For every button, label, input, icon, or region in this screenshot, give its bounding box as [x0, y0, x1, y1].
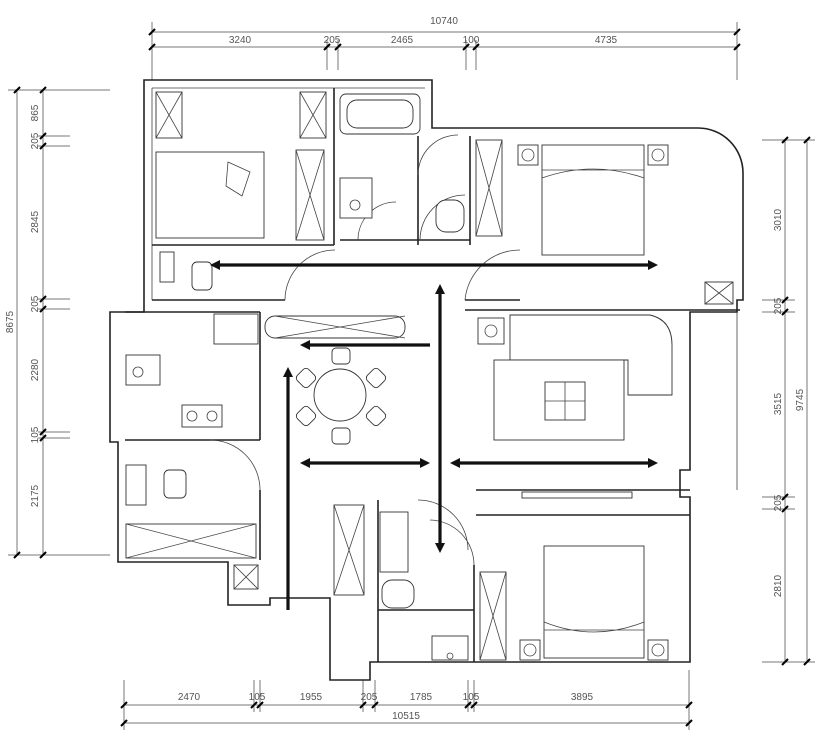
dim-right-2: 205: [773, 297, 784, 314]
left-dimensions: 8675 865 205 2845 205 2280 105 2175: [5, 86, 110, 559]
dim-left-5: 2280: [30, 358, 41, 381]
dim-bottom-1: 2470: [178, 692, 201, 703]
sofa: [509, 314, 673, 396]
furniture: [125, 91, 734, 661]
dim-left-4: 205: [30, 295, 41, 312]
dim-bottom-6: 105: [463, 692, 480, 703]
bottom-dimensions: 2470 105 1955 205 1785 105 3895 10515: [120, 670, 693, 730]
dim-bottom-4: 205: [361, 692, 378, 703]
dim-left-7: 2175: [30, 484, 41, 507]
dim-right-3: 3515: [773, 392, 784, 415]
dim-bottom-total: 10515: [392, 711, 420, 722]
bed-bottom: [543, 545, 645, 659]
dim-left-2: 205: [30, 132, 41, 149]
dim-right-4: 205: [773, 494, 784, 511]
dim-top-1: 3240: [229, 35, 252, 46]
circulation-arrows: [210, 260, 658, 610]
dim-bottom-2: 105: [249, 692, 266, 703]
dim-left-1: 865: [30, 104, 41, 121]
dim-left-3: 2845: [30, 210, 41, 233]
right-dimensions: 9745 3010 205 3515 205 2810: [762, 136, 815, 666]
dim-top-2: 205: [324, 35, 341, 46]
dim-top-5: 4735: [595, 35, 618, 46]
bed-small: [155, 151, 265, 239]
dim-right-1: 3010: [773, 208, 784, 231]
dim-bottom-7: 3895: [571, 692, 594, 703]
dim-left-total: 8675: [5, 310, 16, 333]
dim-top-4: 100: [463, 35, 480, 46]
dim-top-3: 2465: [391, 35, 414, 46]
dim-bottom-5: 1785: [410, 692, 433, 703]
bed-master: [541, 144, 645, 256]
top-dimensions: 10740 3240 205 2465 100 4735: [148, 16, 741, 80]
dining-table: [313, 368, 367, 422]
dim-right-5: 2810: [773, 574, 784, 597]
dim-bottom-3: 1955: [300, 692, 323, 703]
dim-top-total: 10740: [430, 16, 458, 27]
dim-left-6: 105: [30, 426, 41, 443]
dim-right-total: 9745: [795, 388, 806, 411]
